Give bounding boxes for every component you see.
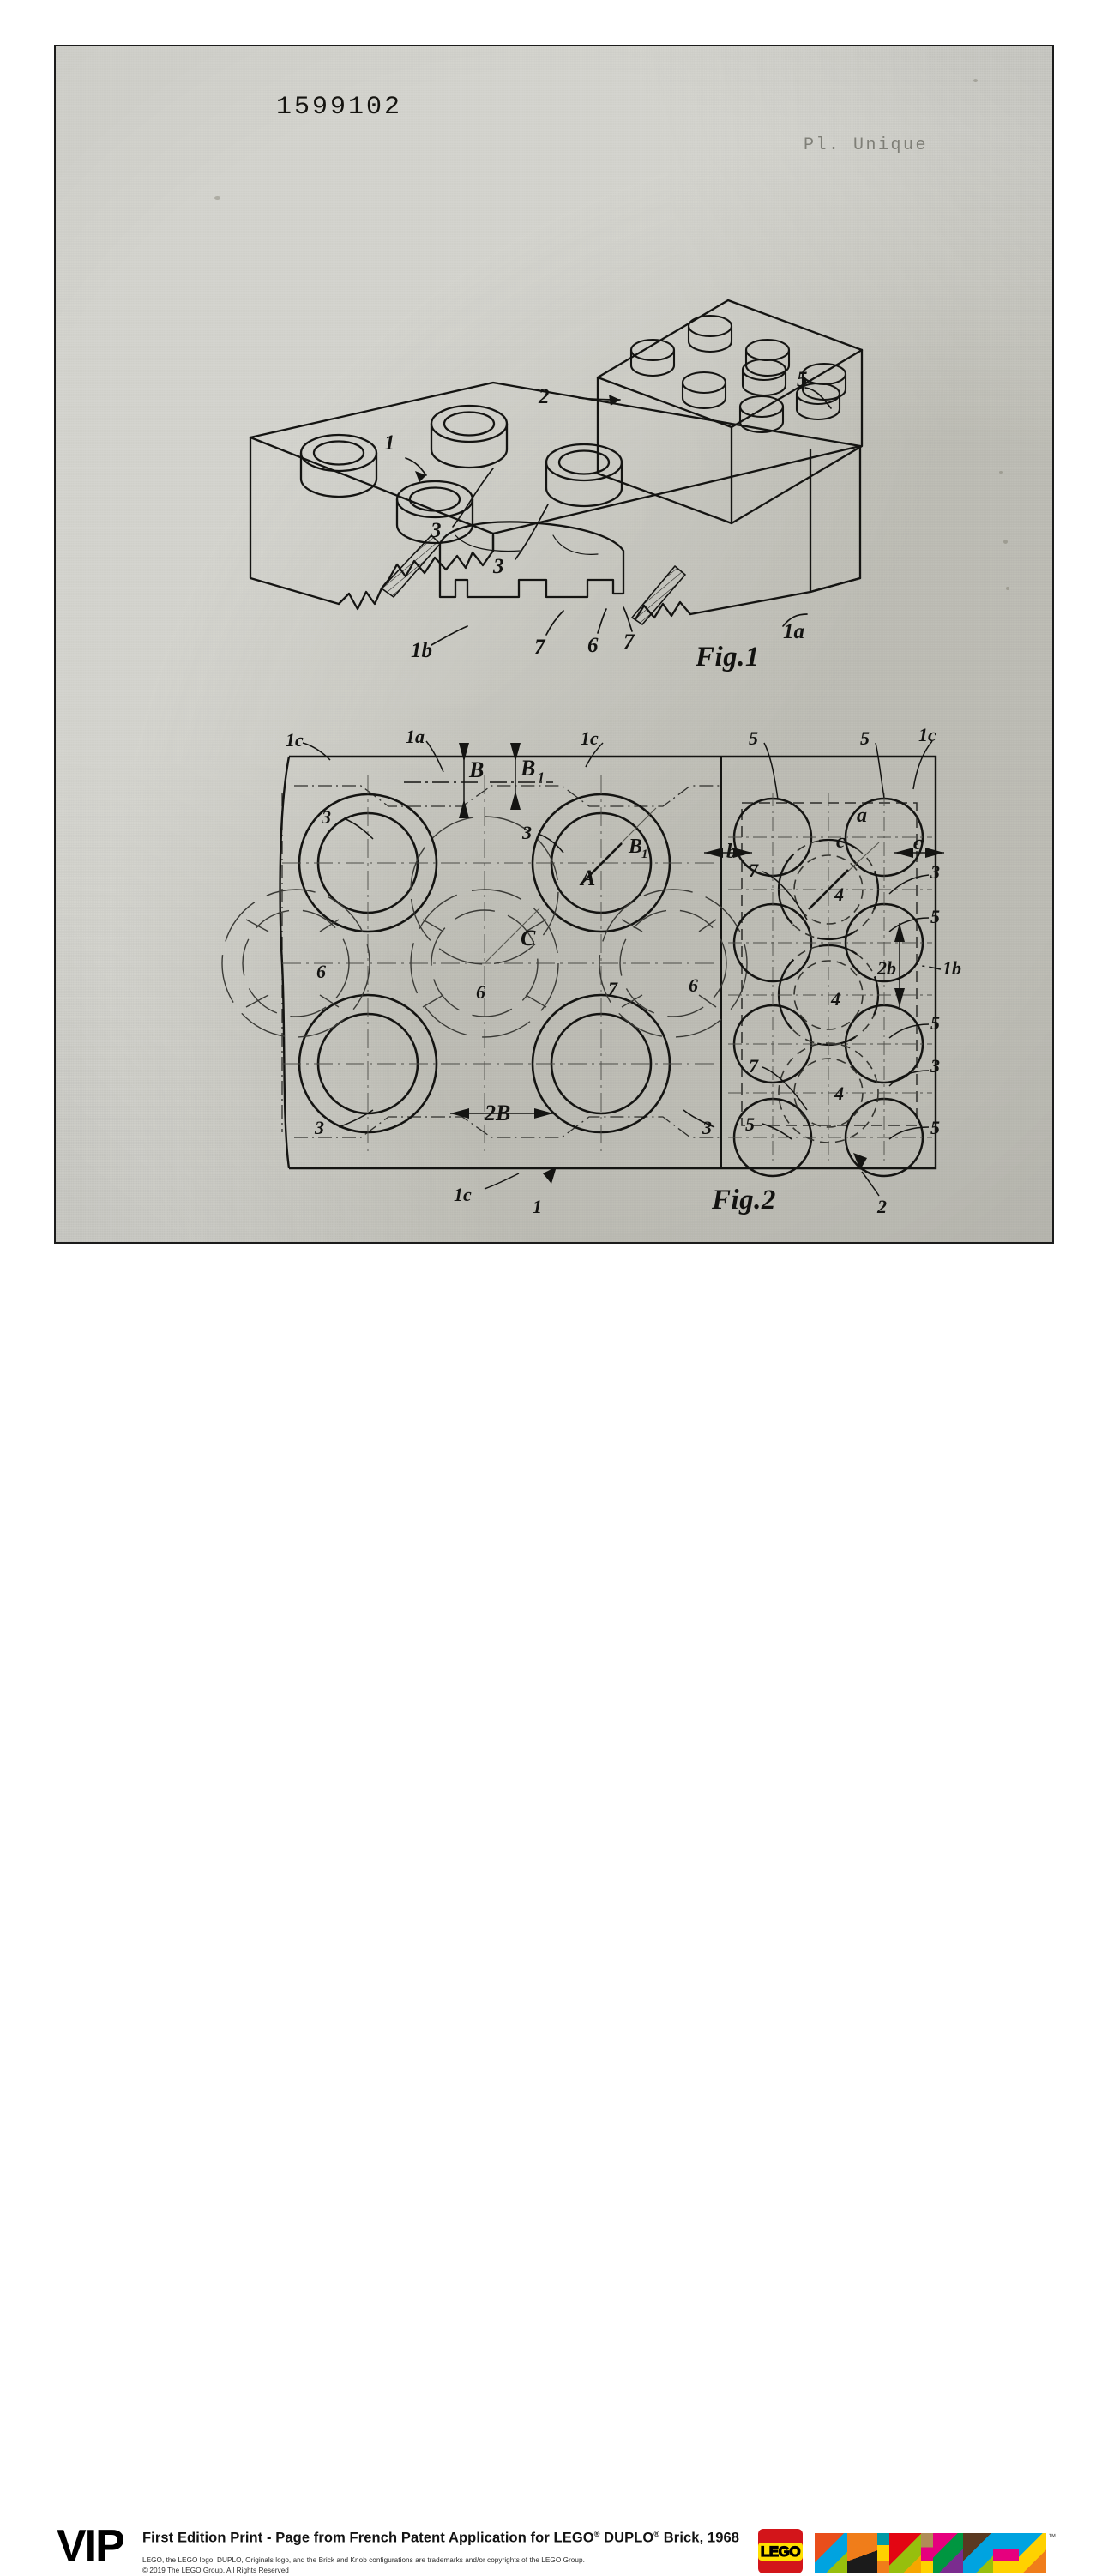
plate-label: Pl. Unique bbox=[804, 136, 929, 155]
svg-text:1c: 1c bbox=[454, 1184, 472, 1205]
svg-text:A: A bbox=[579, 866, 595, 890]
svg-text:2: 2 bbox=[538, 385, 550, 408]
svg-text:7: 7 bbox=[749, 1055, 759, 1077]
svg-text:5: 5 bbox=[749, 727, 758, 749]
svg-text:3: 3 bbox=[521, 822, 532, 843]
print-caption-title: First Edition Print - Page from French P… bbox=[142, 2530, 739, 2547]
svg-text:5: 5 bbox=[745, 1113, 755, 1135]
originals-letter-R: R bbox=[846, 2533, 877, 2573]
svg-text:5: 5 bbox=[860, 727, 870, 749]
paper-spot bbox=[1006, 587, 1009, 590]
svg-text:B: B bbox=[520, 756, 535, 781]
svg-text:1: 1 bbox=[538, 770, 545, 785]
originals-wordmark: O R I G I N A L S ™ bbox=[815, 2529, 1056, 2573]
trademark-icon: ™ bbox=[1048, 2532, 1057, 2541]
svg-text:5: 5 bbox=[930, 906, 940, 927]
svg-text:b: b bbox=[726, 841, 737, 863]
svg-text:3: 3 bbox=[314, 1117, 324, 1138]
paper-spot bbox=[214, 196, 220, 200]
originals-letter-A: A bbox=[963, 2533, 994, 2573]
registered-mark-1: ® bbox=[593, 2530, 600, 2538]
svg-text:5: 5 bbox=[797, 368, 808, 391]
originals-letter-G: G bbox=[888, 2533, 922, 2573]
patent-page: 1599102 Pl. Unique bbox=[54, 45, 1054, 1244]
svg-text:1b: 1b bbox=[411, 639, 432, 662]
svg-text:1a: 1a bbox=[783, 620, 804, 643]
svg-text:1: 1 bbox=[533, 1196, 542, 1217]
registered-mark-2: ® bbox=[653, 2530, 660, 2538]
svg-text:1c: 1c bbox=[286, 729, 304, 751]
svg-text:3: 3 bbox=[321, 806, 331, 828]
paper-spot bbox=[999, 471, 1003, 474]
svg-text:a: a bbox=[857, 805, 867, 827]
svg-text:2B: 2B bbox=[484, 1101, 510, 1125]
lego-originals-lockup: LEGO O R I G I N A L S ™ bbox=[757, 2529, 1056, 2573]
svg-text:1a: 1a bbox=[406, 726, 425, 747]
svg-text:c: c bbox=[913, 832, 923, 854]
caption-title-mid: DUPLO bbox=[599, 2530, 654, 2546]
svg-text:3: 3 bbox=[702, 1117, 712, 1138]
svg-text:3: 3 bbox=[430, 519, 442, 542]
figure-2-drawing: 1c 1a 1c 5 5 1c B B 1 3 3 A B 1 b a c c … bbox=[221, 724, 961, 1217]
vip-logo: VIP bbox=[57, 2521, 125, 2571]
originals-letter-N: N bbox=[933, 2533, 964, 2573]
svg-text:6: 6 bbox=[689, 974, 698, 996]
caption-title-prefix: First Edition Print - Page from French P… bbox=[142, 2530, 594, 2546]
svg-text:4: 4 bbox=[834, 884, 844, 905]
figure-2-caption: Fig.2 bbox=[712, 1185, 776, 1216]
svg-text:1b: 1b bbox=[942, 957, 961, 979]
svg-text:5: 5 bbox=[930, 1117, 940, 1138]
svg-text:6: 6 bbox=[587, 634, 599, 657]
figure-1-caption: Fig.1 bbox=[696, 642, 760, 673]
svg-text:7: 7 bbox=[749, 860, 759, 881]
svg-text:7: 7 bbox=[623, 630, 635, 654]
originals-letter-L: L bbox=[993, 2533, 1019, 2573]
patent-number: 1599102 bbox=[276, 93, 403, 122]
print-sheet: 1599102 Pl. Unique bbox=[0, 45, 1108, 2574]
paper-spot bbox=[973, 79, 978, 82]
svg-text:4: 4 bbox=[834, 1083, 844, 1104]
caption-title-suffix: Brick, 1968 bbox=[659, 2530, 740, 2546]
svg-text:B: B bbox=[628, 836, 642, 858]
svg-text:1: 1 bbox=[641, 848, 648, 861]
originals-letter-I2: I bbox=[921, 2533, 934, 2573]
svg-text:3: 3 bbox=[930, 861, 940, 883]
svg-text:6: 6 bbox=[316, 961, 326, 982]
svg-text:1: 1 bbox=[384, 431, 395, 455]
svg-text:7: 7 bbox=[608, 978, 618, 999]
svg-text:B: B bbox=[468, 757, 484, 782]
svg-text:4: 4 bbox=[830, 988, 840, 1010]
print-footer: VIP First Edition Print - Page from Fren… bbox=[0, 1254, 1108, 2574]
originals-letter-S: S bbox=[1018, 2533, 1047, 2573]
svg-text:C: C bbox=[521, 926, 536, 950]
svg-text:1c: 1c bbox=[581, 727, 599, 749]
svg-text:5: 5 bbox=[930, 1012, 940, 1034]
legal-trademark-line: LEGO, the LEGO logo, DUPLO, Originals lo… bbox=[142, 2556, 585, 2564]
svg-text:c: c bbox=[836, 830, 846, 853]
legal-copyright-line: © 2019 The LEGO Group. All Rights Reserv… bbox=[142, 2567, 289, 2574]
svg-text:6: 6 bbox=[476, 981, 485, 1003]
lego-wordmark: LEGO bbox=[757, 2542, 804, 2561]
svg-text:3: 3 bbox=[492, 555, 504, 578]
svg-text:2: 2 bbox=[876, 1196, 887, 1217]
lego-logo-badge: LEGO bbox=[757, 2529, 804, 2573]
svg-text:7: 7 bbox=[534, 636, 546, 659]
originals-letter-I1: I bbox=[876, 2533, 889, 2573]
svg-text:1c: 1c bbox=[918, 724, 936, 745]
figure-1-drawing: 1 2 3 3 5 1a 1b 6 7 7 bbox=[249, 299, 864, 662]
svg-text:3: 3 bbox=[930, 1055, 940, 1077]
paper-spot bbox=[1003, 540, 1008, 544]
svg-text:2b: 2b bbox=[876, 957, 896, 979]
originals-letter-O: O bbox=[815, 2533, 847, 2573]
